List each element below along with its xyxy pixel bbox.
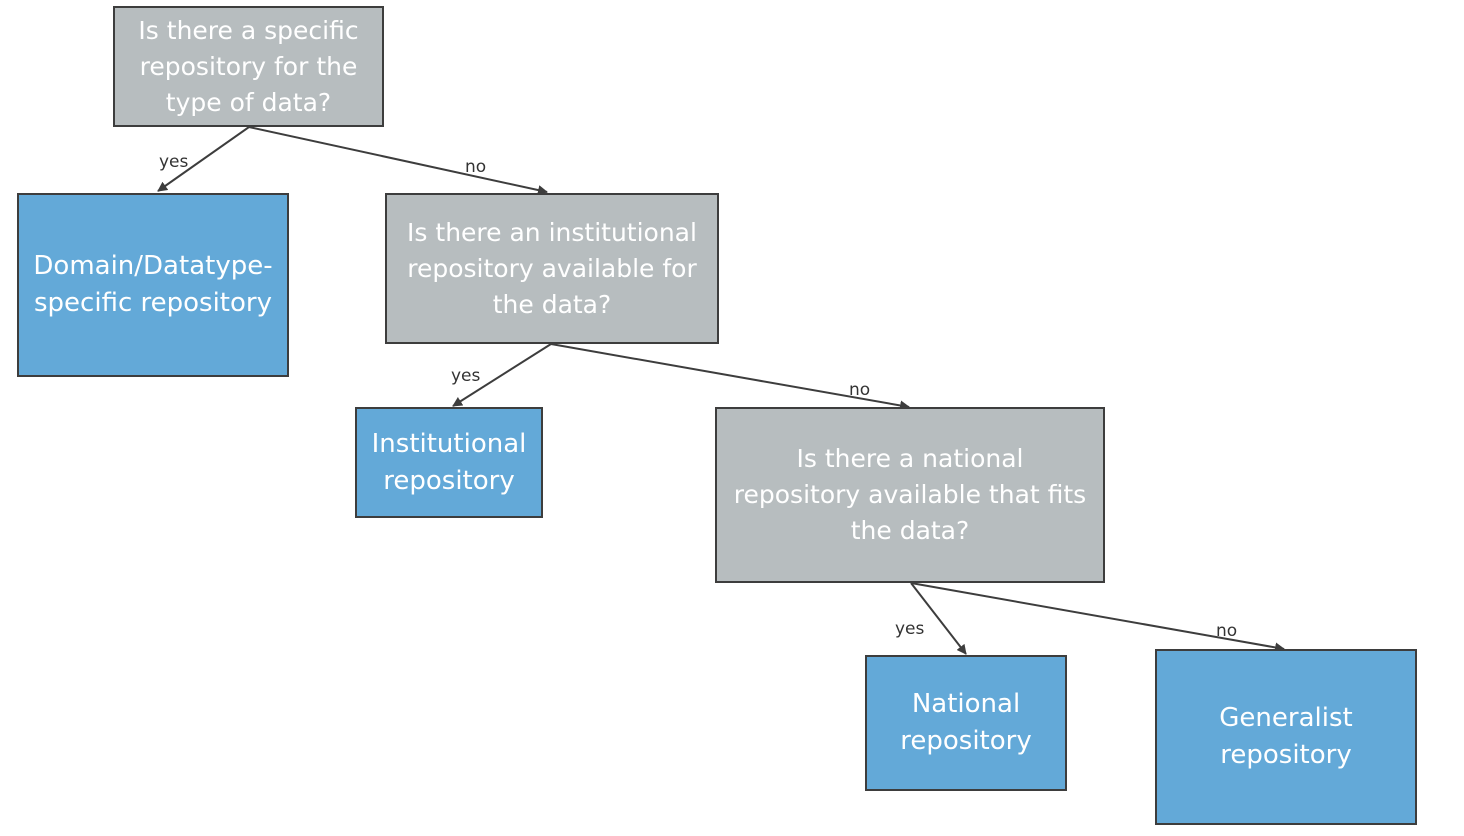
question-institutional-repository: Is there an institutional repository ava… [385, 193, 719, 344]
outcome-national-repository-text: National repository [900, 689, 1032, 756]
outcome-domain-repository: Domain/Datatype-specific repository [17, 193, 289, 377]
edge-label-q3-no: no [1216, 621, 1238, 641]
outcome-generalist-repository-text: Generalist repository [1219, 703, 1353, 770]
edge-label-q1-yes: yes [159, 152, 189, 172]
question-institutional-repository-text: Is there an institutional repository ava… [407, 217, 697, 319]
outcome-institutional-repository: Institutional repository [355, 407, 543, 518]
edge-label-q1-no: no [465, 157, 487, 177]
edge-q1-no-arrow [248, 126, 548, 195]
question-national-repository: Is there a national repository available… [715, 407, 1105, 583]
outcome-institutional-repository-text: Institutional repository [371, 428, 527, 496]
edge-label-q3-yes: yes [895, 619, 925, 639]
question-specific-repository: Is there a specific repository for the t… [113, 6, 384, 127]
edge-q2-yes-arrow [452, 343, 552, 407]
edge-q2-no-arrow [550, 343, 910, 411]
question-specific-repository-text: Is there a specific repository for the t… [138, 15, 359, 117]
edge-q3-yes-arrow [910, 582, 967, 655]
outcome-national-repository: National repository [865, 655, 1067, 791]
outcome-generalist-repository: Generalist repository [1155, 649, 1417, 825]
question-national-repository-text: Is there a national repository available… [733, 444, 1087, 545]
edge-label-q2-yes: yes [451, 366, 481, 386]
edge-q1-yes-arrow [157, 126, 250, 192]
outcome-domain-repository-text: Domain/Datatype-specific repository [33, 251, 273, 318]
edge-label-q2-no: no [849, 380, 871, 400]
edge-q3-no-arrow [910, 582, 1285, 653]
